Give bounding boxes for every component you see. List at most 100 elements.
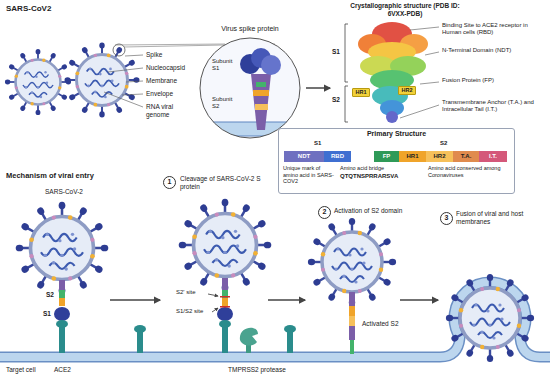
- label-text: N-Terminal Domain (NDT): [442, 47, 546, 54]
- label-text: RNA viral genome: [146, 103, 184, 119]
- illustration-part: [256, 82, 266, 87]
- label-text: Fusion of viral and host membranes: [456, 210, 544, 226]
- label-text: Target cell: [6, 366, 50, 374]
- illustration-part: [122, 94, 143, 95]
- bound-spike: [54, 280, 70, 353]
- illustration-part: [349, 306, 355, 316]
- illustration-part: [222, 298, 228, 306]
- label-text: Activation of S2 domain: [334, 207, 434, 215]
- illustration-part: [410, 27, 439, 30]
- illustration-part: [59, 298, 65, 306]
- node-text: Primary Structure: [367, 130, 426, 138]
- structure-panel: Primary StructureNDTRBDFPHR1HR2T.A.I.T.: [278, 128, 515, 194]
- illustration-part: [56, 320, 68, 328]
- illustration-part: [400, 105, 439, 118]
- illustration-part: [255, 104, 268, 110]
- zoom-marker: [113, 44, 125, 56]
- domain-segment: HR1: [399, 151, 426, 162]
- domain-segment: I.T.: [479, 151, 507, 162]
- domain-segment: RBD: [324, 151, 351, 162]
- virion: [5, 49, 71, 115]
- illustration-part: [240, 328, 258, 346]
- label-text: Nucleocapsid: [146, 64, 196, 72]
- label-text: Crystallographic structure (PDB ID: 6VXX…: [350, 2, 460, 18]
- node-text: T.A.: [461, 153, 472, 160]
- illustration-part: [54, 307, 70, 321]
- illustration-part: [212, 308, 218, 312]
- label-text: Mechanism of viral entry: [6, 171, 126, 180]
- node-text: HR1: [355, 89, 366, 95]
- illustration-part: [420, 82, 439, 84]
- label-text: Subunit S2: [212, 96, 238, 110]
- label-text: Binding Site to ACE2 receptor in Human c…: [442, 22, 546, 36]
- illustration-part: [125, 55, 143, 56]
- arrow: [110, 299, 160, 301]
- virion: [179, 199, 272, 292]
- ace2-receptor: [284, 325, 296, 353]
- node-text: 1: [168, 178, 172, 186]
- arrow: [268, 299, 305, 301]
- leader-lines: [400, 27, 439, 118]
- virion: [446, 274, 534, 362]
- hr-tag: HR2: [398, 86, 416, 95]
- illustration-part: [115, 44, 225, 45]
- label-text: S2' site: [176, 289, 210, 296]
- illustration-part: [59, 280, 65, 290]
- virion: [65, 43, 140, 118]
- label-text: Envelope: [146, 90, 191, 98]
- node-text: 2: [323, 208, 327, 216]
- arrow: [306, 87, 330, 89]
- spike-zoom: [198, 38, 302, 138]
- label-text: Amino acid conserved among Coronaviruses: [428, 165, 510, 178]
- callout-number: 2: [318, 206, 331, 219]
- illustration-part: [208, 294, 218, 296]
- label-text: Fusion Protein (FP): [442, 77, 546, 84]
- illustration-part: [350, 340, 354, 354]
- illustration-part: [108, 68, 143, 72]
- label-text: S1: [332, 48, 344, 56]
- label-text: S2: [46, 291, 58, 299]
- illustration-part: [386, 111, 398, 123]
- label-text: Virus spike protein: [205, 25, 295, 33]
- illustration-part: [345, 24, 348, 82]
- bracket: [345, 24, 348, 122]
- illustration-part: [345, 86, 348, 122]
- label-text: QTQTNSPRRARSVA: [340, 173, 402, 180]
- illustration-part: [104, 92, 143, 107]
- arrow: [400, 299, 438, 301]
- illustration-part: [222, 278, 228, 290]
- domain-segment: HR2: [426, 151, 453, 162]
- illustration-part: [253, 90, 269, 96]
- domain-segment: FP: [374, 151, 399, 162]
- leader-lines: [104, 55, 143, 107]
- hr-tag: HR1: [352, 88, 370, 97]
- protein-structure: [358, 22, 428, 123]
- illustration-part: [284, 325, 296, 333]
- label-text: Amino acid bridge: [340, 165, 402, 172]
- label-text: Activated S2: [362, 320, 422, 328]
- zoom-circle: [200, 38, 300, 138]
- illustration-part: [217, 307, 233, 321]
- bound-spike: [217, 278, 233, 353]
- node-text: HR2: [401, 87, 412, 93]
- ace2-receptor: [134, 325, 146, 353]
- illustration-part: [220, 306, 230, 308]
- label-text: SARS-CoV-2: [32, 188, 96, 196]
- label-text: Subunit S1: [212, 58, 238, 72]
- label-text: S2: [440, 140, 454, 147]
- node-text: RBD: [331, 153, 344, 160]
- label-text: ACE2: [54, 366, 84, 374]
- illustration-part: [425, 52, 439, 55]
- label-text: S1: [314, 140, 328, 147]
- illustration-part: [251, 74, 271, 130]
- node-text: FP: [383, 153, 391, 160]
- label-text: Transmembrane Anchor (T.A.) and Intracel…: [442, 99, 546, 113]
- label-text: Cleavage of SARS-CoV-2 S protein: [180, 175, 272, 191]
- label-text: Membrane: [146, 77, 191, 85]
- node-text: I.T.: [489, 153, 497, 160]
- label-text: S1/S2 site: [176, 308, 216, 315]
- label-text: Unique mark of amino acid in SARS-COV2: [283, 165, 335, 185]
- label-text: S1: [43, 310, 55, 318]
- callout-number: 3: [440, 212, 453, 225]
